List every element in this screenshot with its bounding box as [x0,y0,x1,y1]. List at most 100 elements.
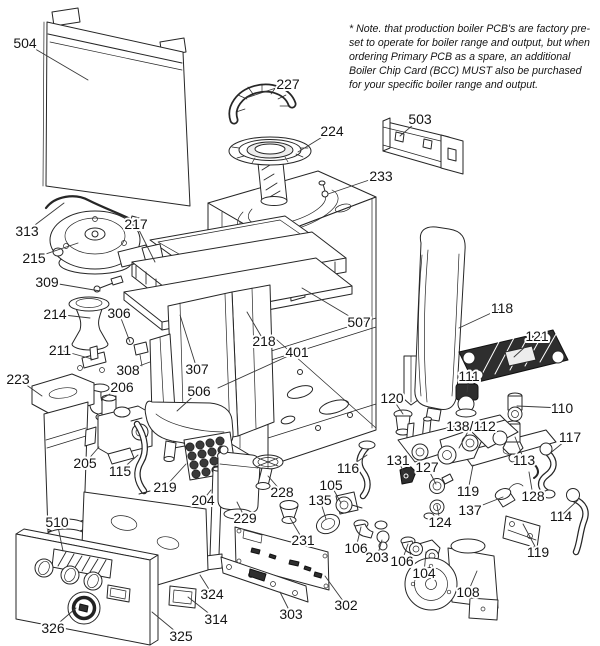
callout-leader [399,118,421,137]
callout-label-110: 110 [551,400,574,416]
callout-leader [423,551,427,574]
callout-leader [267,475,283,493]
callout-label-108: 108 [456,584,480,600]
callout-label-106: 106 [390,553,414,569]
pump-108-drawing [404,538,499,621]
callout-leader [135,223,156,263]
callout-leader [187,596,217,620]
callout-leader [118,312,131,343]
callout-leader [469,496,504,511]
bracket-503-drawing [382,117,464,175]
callout-label-302: 302 [334,597,358,613]
callout-leader [528,471,534,497]
callout-leader [547,436,571,456]
callout-label-113: 113 [513,452,536,468]
callout-label-510: 510 [45,514,69,530]
front-panel-504-drawing [42,7,191,207]
callout-leader [59,349,93,360]
expansion-vessel-118-drawing [403,226,466,422]
callout-leader [202,489,212,501]
callout-leader [246,311,265,342]
callout-leader [56,521,64,552]
callout-label-115: 115 [109,463,132,479]
callout-leader [327,175,382,195]
callout-label-120: 120 [380,390,404,406]
callout-leader [522,523,539,553]
callout-leader [376,539,383,558]
electrode-309-drawing [93,275,124,293]
callout-label-211: 211 [49,342,72,358]
callout-leader [119,454,139,472]
callout-leader [84,446,100,464]
callout-leader [279,591,292,615]
callout-label-507: 507 [347,314,371,330]
callout-label-308: 308 [116,362,140,378]
callout-leader [245,83,289,99]
callout-leader [467,570,478,593]
callout-label-325: 325 [169,628,193,644]
callout-label-205: 205 [73,455,97,471]
callout-label-219: 219 [153,479,177,495]
callout-label-116: 116 [337,460,360,476]
callout-label-203: 203 [365,549,389,565]
callout-label-309: 309 [35,274,59,290]
callout-label-214: 214 [43,306,67,322]
callout-leader [347,454,368,469]
knob-326-drawing [67,591,101,625]
callout-leader [151,611,182,637]
callout-leader [54,313,91,319]
callout-label-231: 231 [291,532,315,548]
callout-label-233: 233 [369,168,393,184]
callout-leader [466,375,470,393]
callout-leader [467,464,474,492]
callout-leader [127,361,151,371]
callout-label-218: 218 [252,333,276,349]
plate-heat-exchanger-121-drawing [458,329,569,384]
callout-leader [391,397,404,415]
inner-panel-401-drawing [280,369,353,431]
callout-leader [330,484,342,504]
callout-leader [397,459,405,474]
callout-leader [297,130,333,153]
callout-label-506: 506 [187,383,211,399]
callout-label-206: 206 [110,379,134,395]
callout-leader [516,405,563,409]
callout-label-324: 324 [200,586,224,602]
callout-leader [26,202,65,232]
callout-label-303: 303 [279,606,303,622]
callout-label-127: 127 [415,459,439,475]
flue-seal-227-drawing [228,83,297,125]
siphon-cap-228-drawing [252,454,284,490]
callout-leader [164,463,187,488]
plug-231-drawing [279,500,299,524]
callout-label-503: 503 [408,111,432,127]
callout-label-118: 118 [491,300,514,316]
callout-label-124: 124 [428,514,452,530]
callout-leader [436,504,441,523]
sump-229-drawing [217,445,261,520]
callout-label-227: 227 [276,76,300,92]
callout-label-217: 217 [124,216,148,232]
callout-leader [236,501,246,519]
callout-label-228: 228 [270,484,294,500]
callout-leader [102,386,123,399]
callout-leader [324,575,347,606]
callout-leader [301,287,360,323]
callout-label-313: 313 [15,223,39,239]
callout-leader [401,543,409,562]
callout-label-215: 215 [22,250,46,266]
callout-label-138-112: 138/112 [446,418,496,434]
callout-leader [46,281,101,292]
callout-label-119: 119 [527,544,550,560]
callout-label-306: 306 [107,305,131,321]
callout-leader [17,378,43,397]
callout-label-119: 119 [457,483,480,499]
pcb-tray-303-drawing [220,556,309,603]
pcb-302-drawing [234,526,330,591]
hydraulic-group-drawing [315,383,589,621]
callout-label-401: 401 [285,344,309,360]
callout-label-223: 223 [6,371,30,387]
